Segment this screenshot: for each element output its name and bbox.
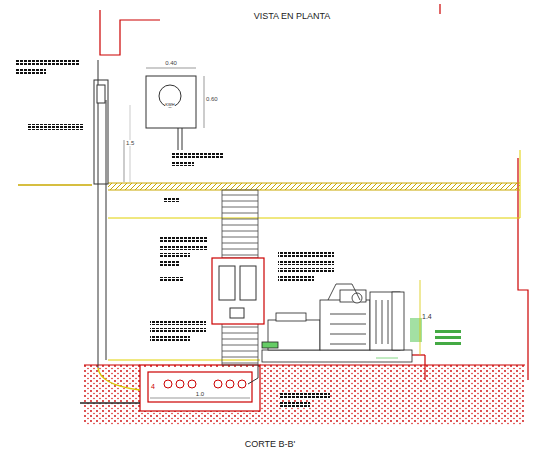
note-blocks [16,60,461,407]
dimensions [124,140,250,398]
generator [262,280,422,362]
pipes [164,365,258,388]
section-caption: CORTE B-B' [245,440,296,449]
transfer-panel [212,258,264,324]
dimension-label: 1.5 [126,140,134,146]
dimension-label: 1.4 [422,313,432,320]
dimension-label: KWH [165,103,174,107]
dimension-label: 0.60 [206,96,218,102]
ground-level [18,150,520,360]
dimension-label: 1.0 [196,391,204,397]
dimension-label: 4 [151,383,155,390]
walls [84,4,528,411]
drawing-title: VISTA EN PLANTA [254,12,331,21]
soil [84,365,524,425]
conduit [80,60,140,403]
dimension-label: 0.40 [165,60,177,66]
meter [146,68,204,150]
